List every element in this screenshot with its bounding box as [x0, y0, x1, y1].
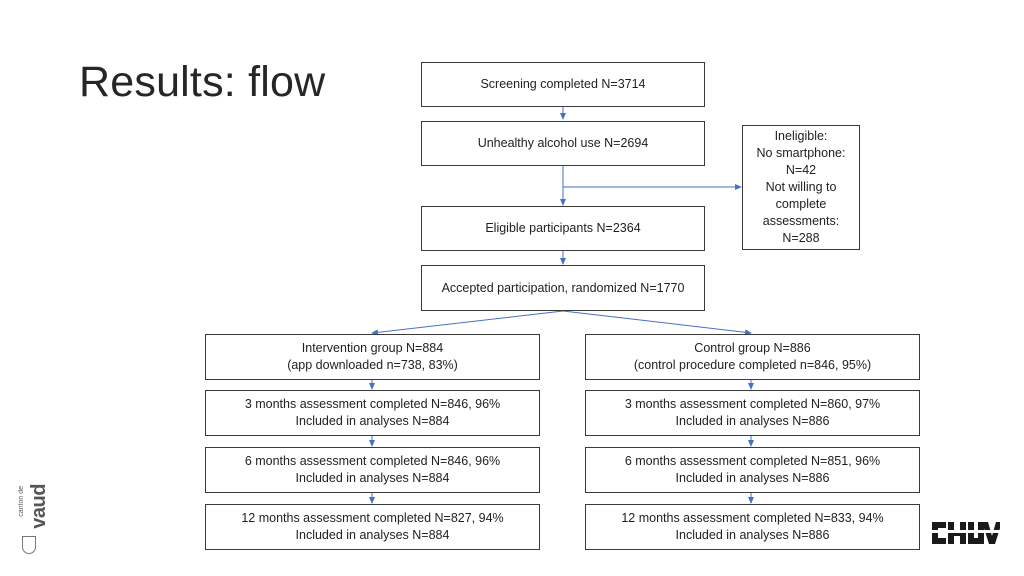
slide-title: Results: flow — [79, 58, 326, 106]
box-text-line: assessments: — [762, 214, 840, 228]
box-text-line: N=42 — [785, 163, 817, 177]
vaud-logo-small-text: canton de — [18, 486, 25, 517]
arrow-accepted-intervention — [371, 310, 564, 336]
box-text-line: Included in analyses N=886 — [675, 528, 830, 542]
arrow-accepted-control — [562, 310, 752, 336]
control-12m-box: 12 months assessment completed N=833, 94… — [585, 504, 920, 550]
box-text-line: Control group N=886 — [694, 341, 811, 355]
box-text-line: 3 months assessment completed N=846, 96% — [244, 397, 501, 411]
canton-vaud-logo: canton de vaud — [14, 484, 54, 556]
box-text-line: 6 months assessment completed N=846, 96% — [244, 454, 501, 468]
eligible-box: Eligible participants N=2364 — [421, 206, 705, 251]
box-text-line: 3 months assessment completed N=860, 97% — [624, 397, 881, 411]
box-text-line: Unhealthy alcohol use N=2694 — [477, 136, 649, 150]
accepted-box: Accepted participation, randomized N=177… — [421, 265, 705, 311]
control-group-box: Control group N=886 (control procedure co… — [585, 334, 920, 380]
box-text-line: (control procedure completed n=846, 95%) — [633, 358, 872, 372]
chuv-logo — [930, 522, 1000, 544]
control-3m-box: 3 months assessment completed N=860, 97%… — [585, 390, 920, 436]
screening-box: Screening completed N=3714 — [421, 62, 705, 107]
box-text-line: N=288 — [782, 231, 820, 245]
box-text-line: 12 months assessment completed N=827, 94… — [241, 511, 504, 525]
box-text-line: complete — [775, 197, 827, 211]
box-text-line: Ineligible: — [774, 129, 828, 143]
box-text-line: Included in analyses N=884 — [295, 471, 450, 485]
box-text-line: (app downloaded n=738, 83%) — [287, 358, 458, 372]
control-6m-box: 6 months assessment completed N=851, 96%… — [585, 447, 920, 493]
vaud-shield-icon — [22, 536, 36, 554]
box-text-line: Eligible participants N=2364 — [485, 221, 641, 235]
intervention-group-box: Intervention group N=884 (app downloaded … — [205, 334, 540, 380]
box-text-line: 12 months assessment completed N=833, 94… — [621, 511, 884, 525]
box-text-line: No smartphone: — [756, 146, 846, 160]
box-text-line: Accepted participation, randomized N=177… — [441, 280, 685, 295]
box-text-line: Included in analyses N=884 — [295, 528, 450, 542]
unhealthy-alcohol-box: Unhealthy alcohol use N=2694 — [421, 121, 705, 166]
box-text-line: Included in analyses N=886 — [675, 414, 830, 428]
intervention-12m-box: 12 months assessment completed N=827, 94… — [205, 504, 540, 550]
intervention-3m-box: 3 months assessment completed N=846, 96%… — [205, 390, 540, 436]
box-text-line: Not willing to — [765, 180, 837, 194]
box-text-line: Included in analyses N=886 — [675, 471, 830, 485]
box-text-line: 6 months assessment completed N=851, 96% — [624, 454, 881, 468]
box-text-line: Intervention group N=884 — [301, 341, 444, 355]
vaud-logo-text: vaud — [28, 484, 50, 529]
intervention-6m-box: 6 months assessment completed N=846, 96%… — [205, 447, 540, 493]
box-text-line: Screening completed N=3714 — [480, 77, 646, 91]
box-text-line: Included in analyses N=884 — [295, 414, 450, 428]
